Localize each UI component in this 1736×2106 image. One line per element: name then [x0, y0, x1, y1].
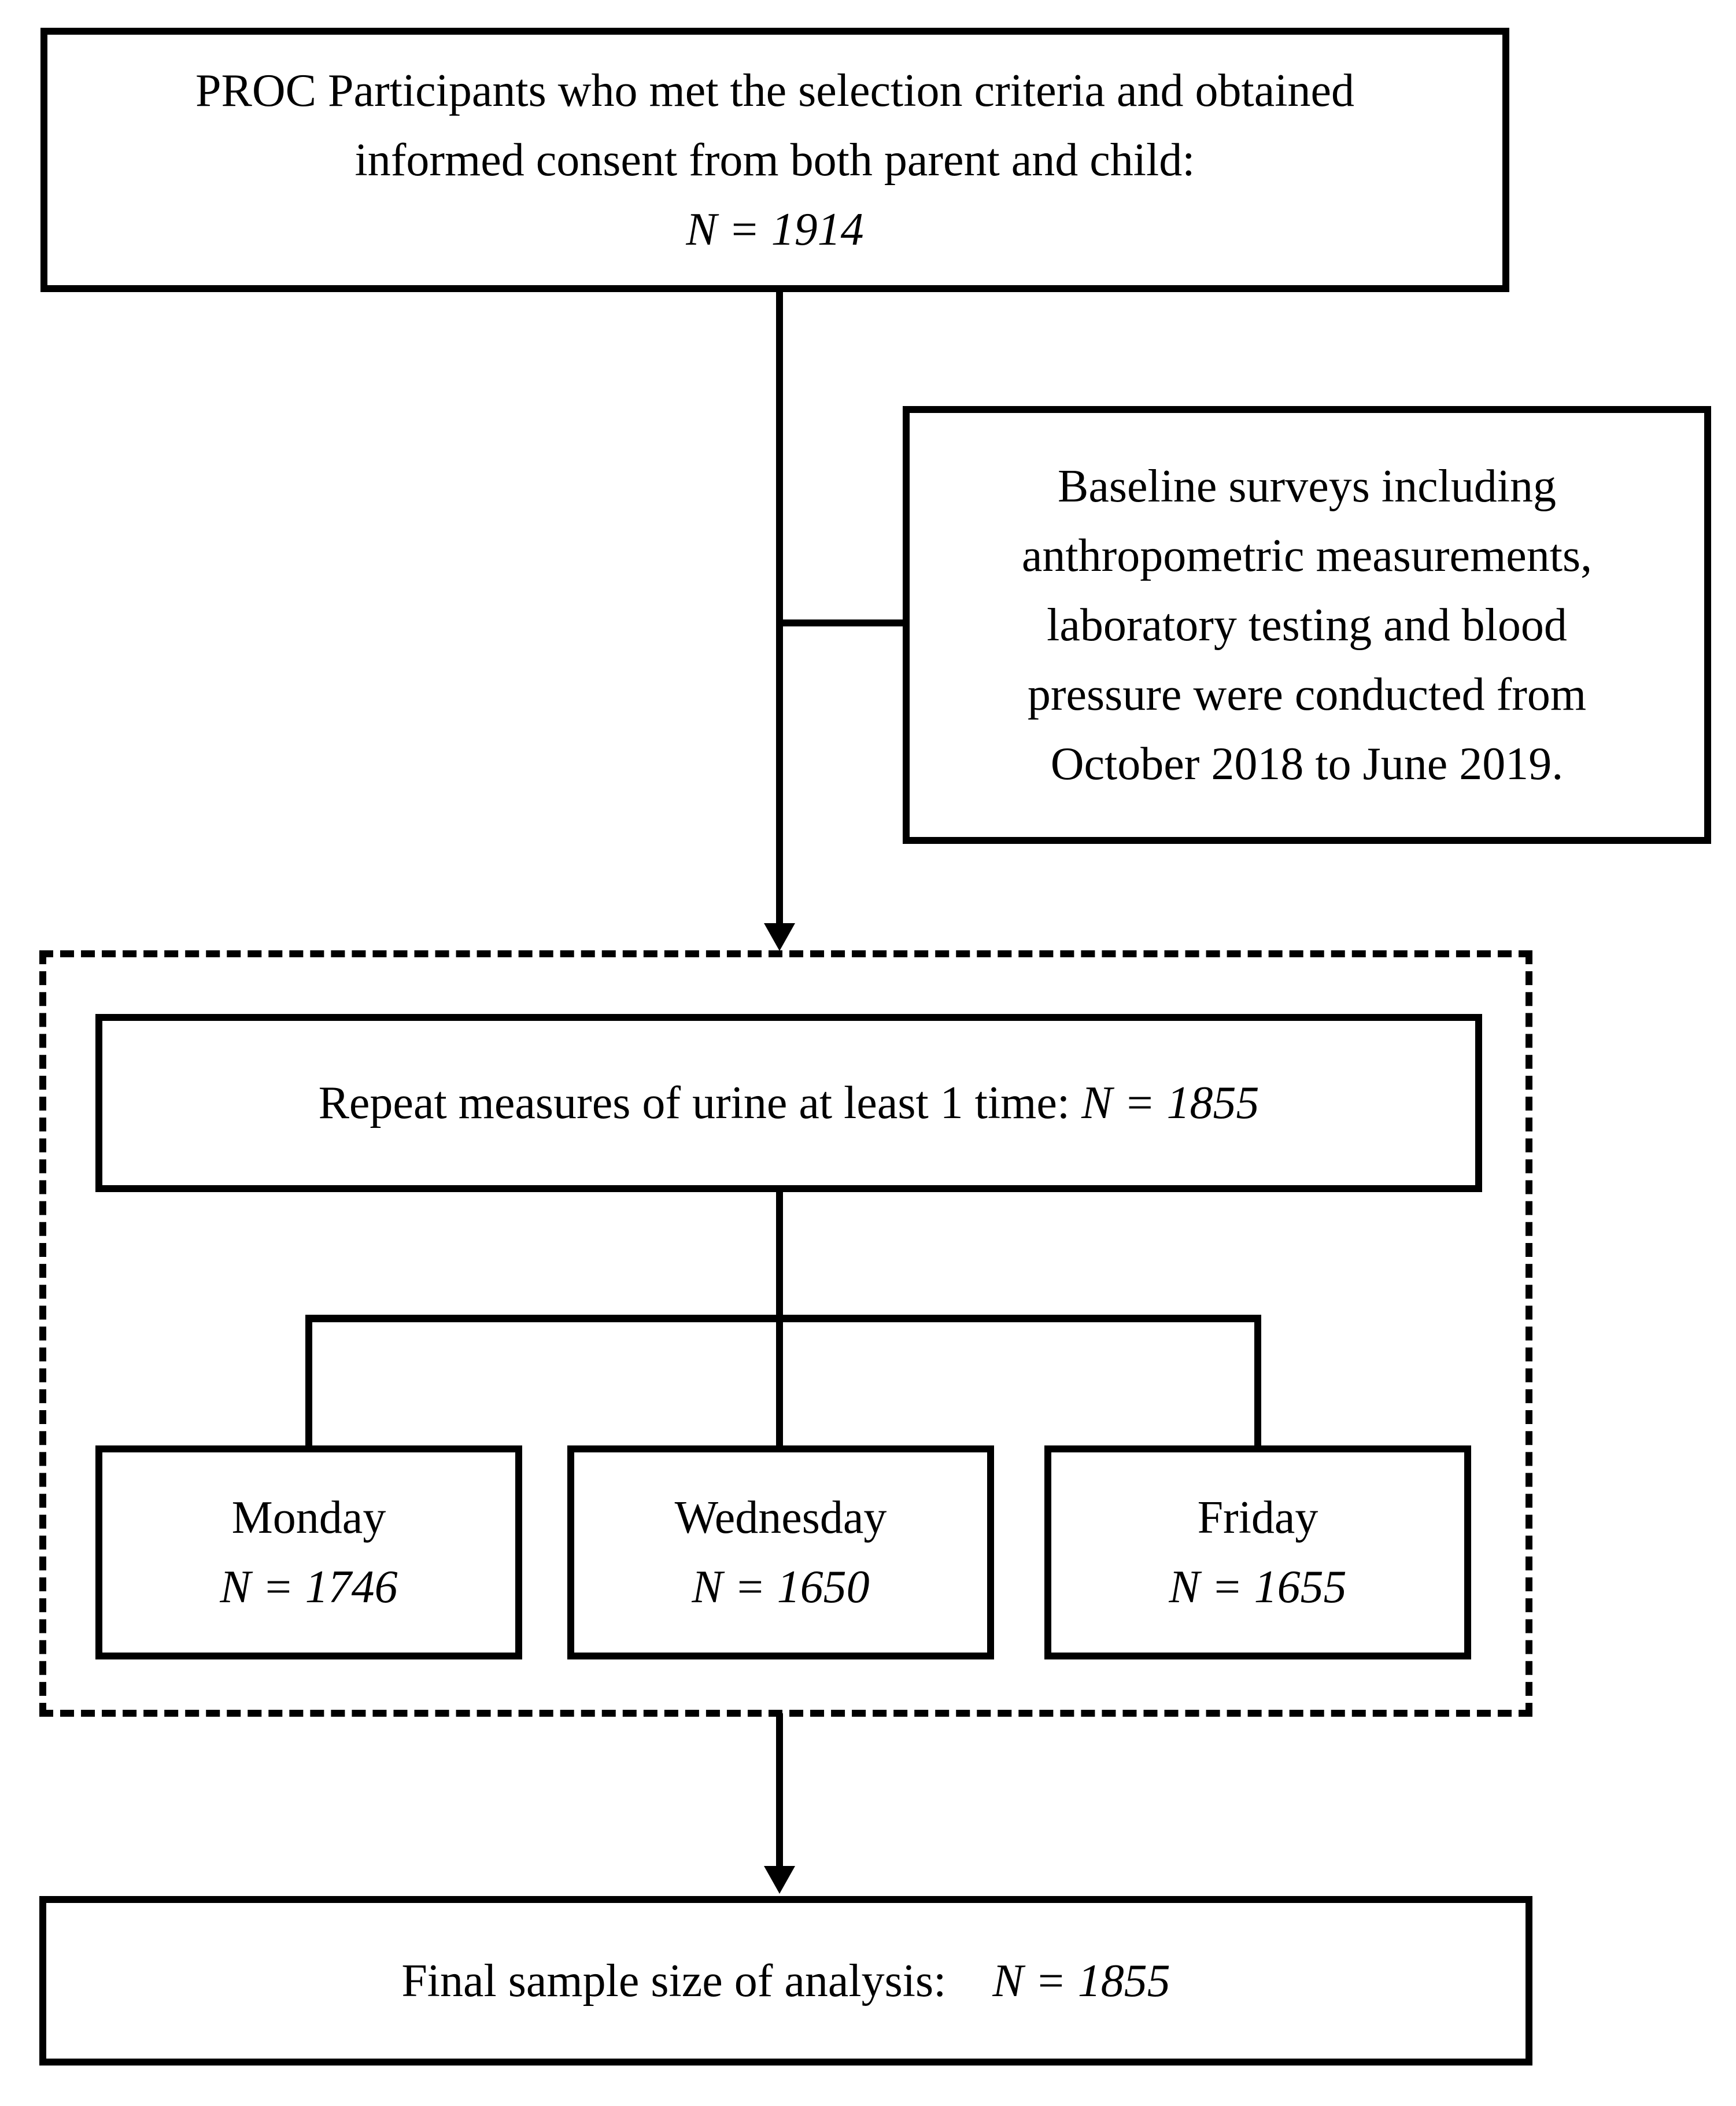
connector-top-to-dashed: [776, 291, 783, 925]
repeat-box-n-value: N = 1855: [1081, 1078, 1259, 1128]
friday-box-label: Friday: [1197, 1492, 1318, 1543]
baseline-surveys-box: Baseline surveys including anthropometri…: [903, 406, 1711, 844]
connector-branch-horizontal: [305, 1315, 1261, 1322]
monday-box-label: Monday: [231, 1492, 386, 1543]
baseline-box-line1: Baseline surveys including: [1057, 460, 1557, 512]
final-sample-box: Final sample size of analysis: N = 1855: [39, 1896, 1532, 2066]
arrowhead-into-final-icon: [764, 1866, 795, 1894]
connector-dashed-to-final: [776, 1713, 783, 1868]
wednesday-box-n-value: N = 1650: [692, 1562, 870, 1613]
repeat-box-label: Repeat measures of urine at least 1 time…: [318, 1078, 1082, 1128]
consent-box-line2: informed consent from both parent and ch…: [354, 134, 1195, 186]
final-box-n-value: N = 1855: [992, 1955, 1170, 2007]
repeat-measures-group-box: [39, 950, 1532, 1717]
connector-branch-to-friday: [1254, 1315, 1261, 1447]
connector-tee-to-baseline: [780, 619, 904, 626]
baseline-box-line5: October 2018 to June 2019.: [1050, 738, 1564, 790]
final-box-label: Final sample size of analysis:: [401, 1955, 947, 2007]
wednesday-box-label: Wednesday: [674, 1492, 887, 1543]
baseline-box-line2: anthropometric measurements,: [1021, 530, 1593, 581]
consent-box-n-value: N = 1914: [686, 204, 864, 255]
consent-box: PROC Participants who met the selection …: [40, 28, 1509, 292]
monday-box: Monday N = 1746: [95, 1445, 522, 1659]
friday-box-n-value: N = 1655: [1169, 1562, 1347, 1613]
friday-box: Friday N = 1655: [1044, 1445, 1471, 1659]
arrowhead-into-dashed-icon: [764, 923, 795, 951]
repeat-box-text: Repeat measures of urine at least 1 time…: [319, 1068, 1259, 1138]
baseline-box-line3: laboratory testing and blood: [1047, 599, 1567, 651]
wednesday-box: Wednesday N = 1650: [567, 1445, 994, 1659]
consent-box-line1: PROC Participants who met the selection …: [195, 65, 1354, 116]
repeat-measures-box: Repeat measures of urine at least 1 time…: [95, 1014, 1482, 1192]
monday-box-n-value: N = 1746: [220, 1562, 398, 1613]
connector-branch-to-monday: [305, 1315, 312, 1447]
baseline-box-line4: pressure were conducted from: [1027, 669, 1587, 720]
final-box-text: Final sample size of analysis: N = 1855: [401, 1946, 1170, 2016]
